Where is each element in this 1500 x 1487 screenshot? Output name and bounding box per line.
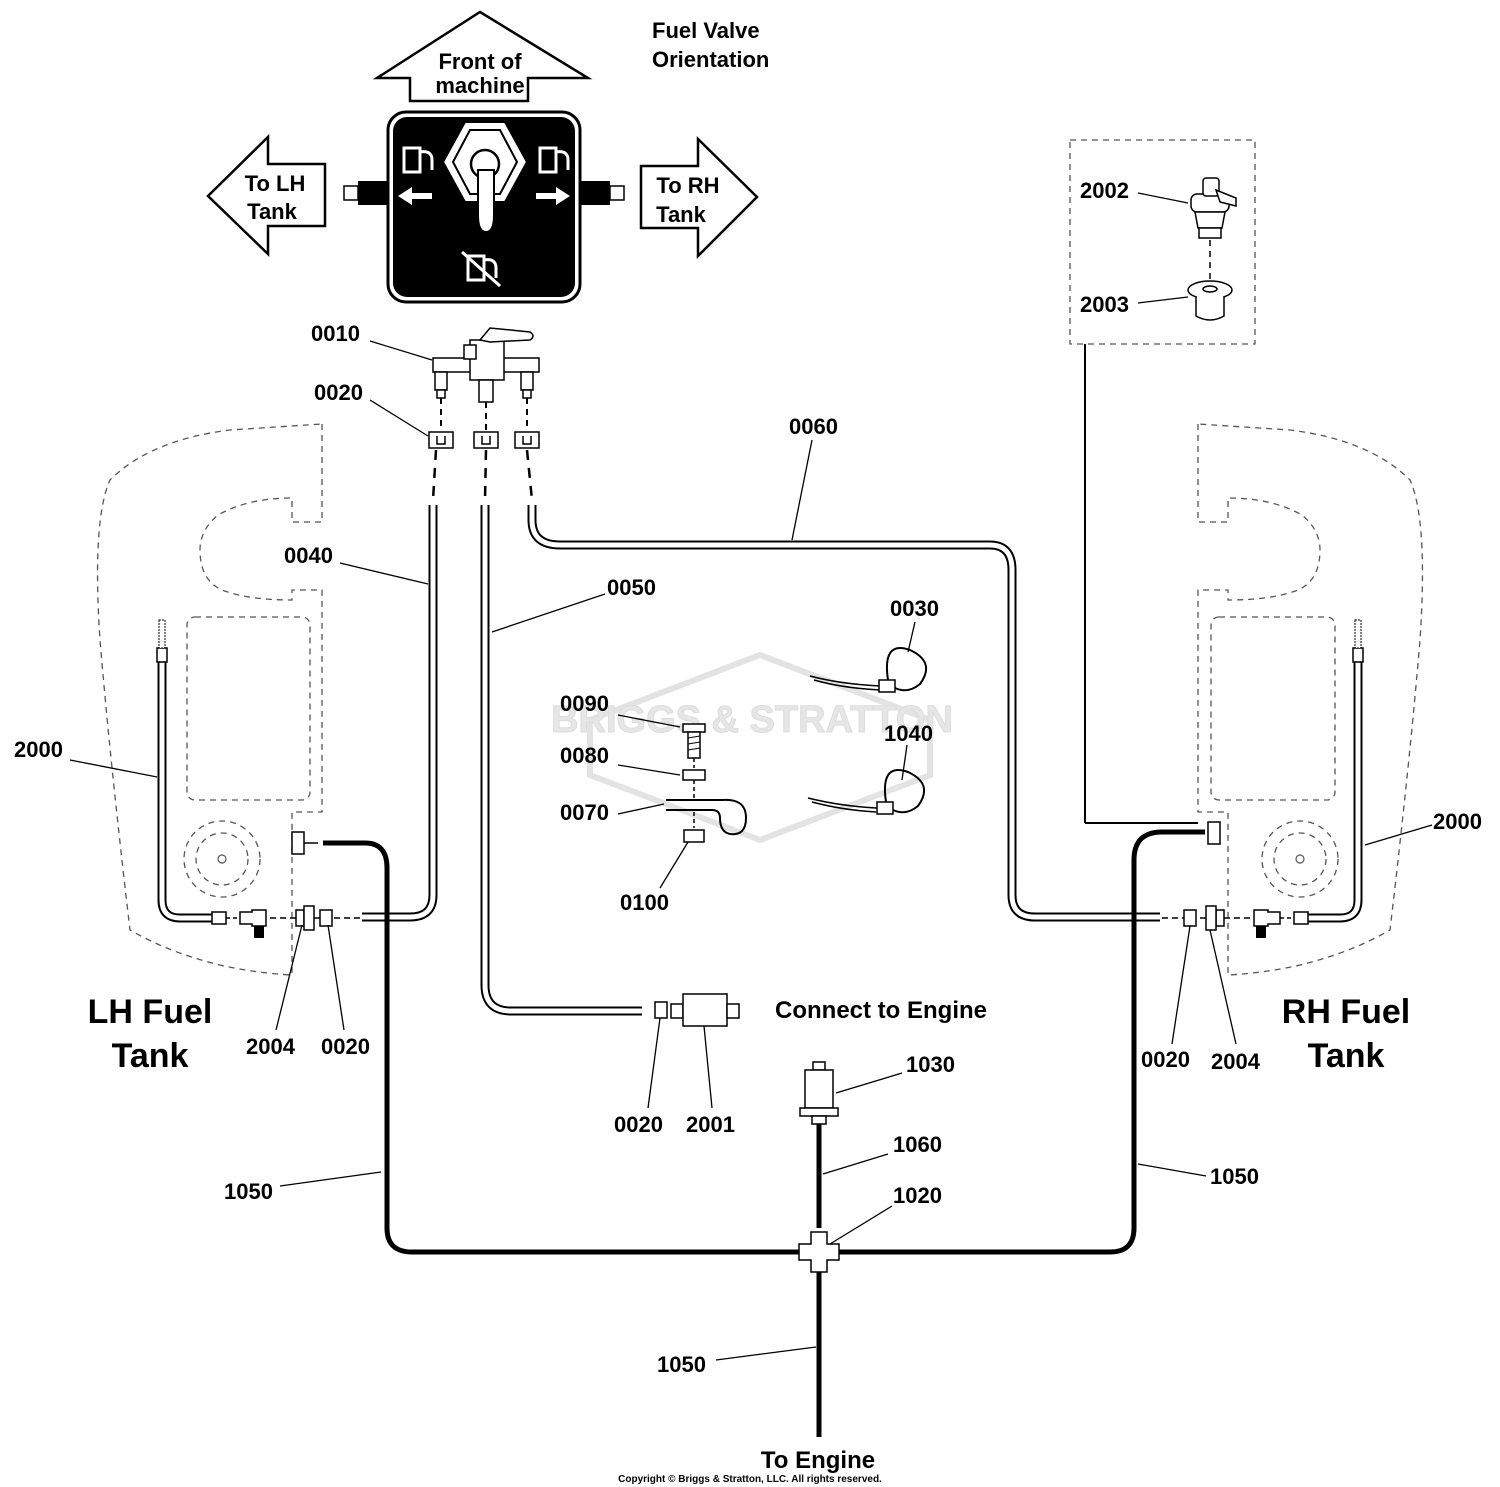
- watermark: BRIGGS & STRATTON: [551, 651, 953, 844]
- callout-0040: 0040: [284, 543, 333, 568]
- callout-1060: 1060: [893, 1132, 942, 1157]
- callout-2000-left: 2000: [14, 737, 63, 762]
- rh-arrow: [639, 136, 759, 260]
- lh-arrow-label-1: To LH: [245, 171, 306, 196]
- rh-arrow-label-2: Tank: [656, 202, 706, 227]
- callout-0010: 0010: [311, 321, 360, 346]
- callout-0070: 0070: [560, 800, 609, 825]
- cross-fitting-1020: [798, 1231, 840, 1273]
- callout-2002: 2002: [1080, 178, 1129, 203]
- hose-0060: [527, 505, 1160, 922]
- front-arrow: [372, 10, 593, 103]
- rh-tank-outline: [1197, 423, 1424, 976]
- callouts: 0010 0020 0060 0040 0050 0030 0090 0080 …: [14, 178, 1482, 1377]
- callout-1020: 1020: [893, 1183, 942, 1208]
- callout-1040: 1040: [884, 721, 933, 746]
- callout-2004-right: 2004: [1211, 1049, 1261, 1074]
- lh-tank-fittings: [156, 619, 360, 938]
- rh-arrow-label-1: To RH: [656, 173, 719, 198]
- fuel-filter-2001: [654, 993, 740, 1027]
- fuel-on-left-icon: [402, 146, 434, 174]
- valve-handle: [477, 169, 495, 234]
- rh-tank-fittings: [1162, 619, 1364, 938]
- callout-0080: 0080: [560, 743, 609, 768]
- clamps-0020-top: [428, 398, 540, 501]
- callout-0050: 0050: [607, 575, 656, 600]
- hose-0050: [480, 505, 642, 1016]
- callout-2000-right: 2000: [1433, 809, 1482, 834]
- callout-2001: 2001: [686, 1112, 735, 1137]
- vent-cap-1030: [799, 1061, 839, 1125]
- cable-tie-1040: [807, 769, 926, 815]
- right-white-arrow: [536, 187, 570, 205]
- callout-2003: 2003: [1080, 292, 1129, 317]
- hose-0040: [362, 505, 438, 922]
- vent-lines-1050: [323, 829, 1205, 1437]
- valve-orientation-title-2: Orientation: [652, 47, 769, 72]
- left-white-arrow: [398, 187, 432, 205]
- cable-tie-0030: [809, 647, 928, 693]
- callout-0090: 0090: [560, 691, 609, 716]
- front-label-1: Front of: [438, 49, 522, 74]
- to-engine-label: To Engine: [761, 1447, 875, 1474]
- callout-0100: 0100: [620, 890, 669, 915]
- front-label-2: machine: [435, 73, 524, 98]
- callout-1050-right: 1050: [1210, 1164, 1259, 1189]
- lh-tank-label-2: Tank: [112, 1037, 189, 1075]
- copyright-text: Copyright © Briggs & Stratton, LLC. All …: [618, 1474, 882, 1485]
- fuel-off-icon: [460, 250, 502, 288]
- clip-assembly: [666, 723, 748, 843]
- lh-tank-outline: [96, 423, 323, 976]
- connect-to-engine-label: Connect to Engine: [775, 997, 987, 1024]
- rh-tank-label-2: Tank: [1308, 1037, 1385, 1075]
- vent-valve-2002: [1190, 177, 1237, 280]
- callout-0020-mid: 0020: [614, 1112, 663, 1137]
- callout-0030: 0030: [890, 596, 939, 621]
- lh-arrow-label-2: Tank: [247, 199, 297, 224]
- lh-arrow: [206, 134, 327, 257]
- tank-hose-2000-right: [1308, 660, 1363, 923]
- rh-tank-label-1: RH Fuel: [1282, 993, 1410, 1031]
- watermark-text: BRIGGS & STRATTON: [551, 699, 953, 741]
- valve-orientation-title-1: Fuel Valve: [652, 18, 760, 43]
- tank-hose-2000-left: [157, 660, 212, 923]
- valve-orientation-inset: Front of machine To LH Tank To RH Tank: [206, 10, 769, 304]
- leader-lines: [69, 192, 1433, 1361]
- callout-0020-left: 0020: [321, 1034, 370, 1059]
- callout-1050-bottom: 1050: [657, 1352, 706, 1377]
- callout-0060: 0060: [789, 414, 838, 439]
- callout-0020-right: 0020: [1141, 1047, 1190, 1072]
- callout-1050-left: 1050: [224, 1179, 273, 1204]
- inset-vent-box: [1069, 139, 1256, 824]
- callout-0020-top: 0020: [314, 380, 363, 405]
- grommet-2003: [1187, 280, 1233, 321]
- callout-1030: 1030: [906, 1052, 955, 1077]
- fuel-on-right-icon: [538, 146, 570, 174]
- callout-2004-left: 2004: [246, 1034, 296, 1059]
- lh-tank-label-1: LH Fuel: [88, 993, 213, 1031]
- fuel-valve-0010: [432, 327, 540, 403]
